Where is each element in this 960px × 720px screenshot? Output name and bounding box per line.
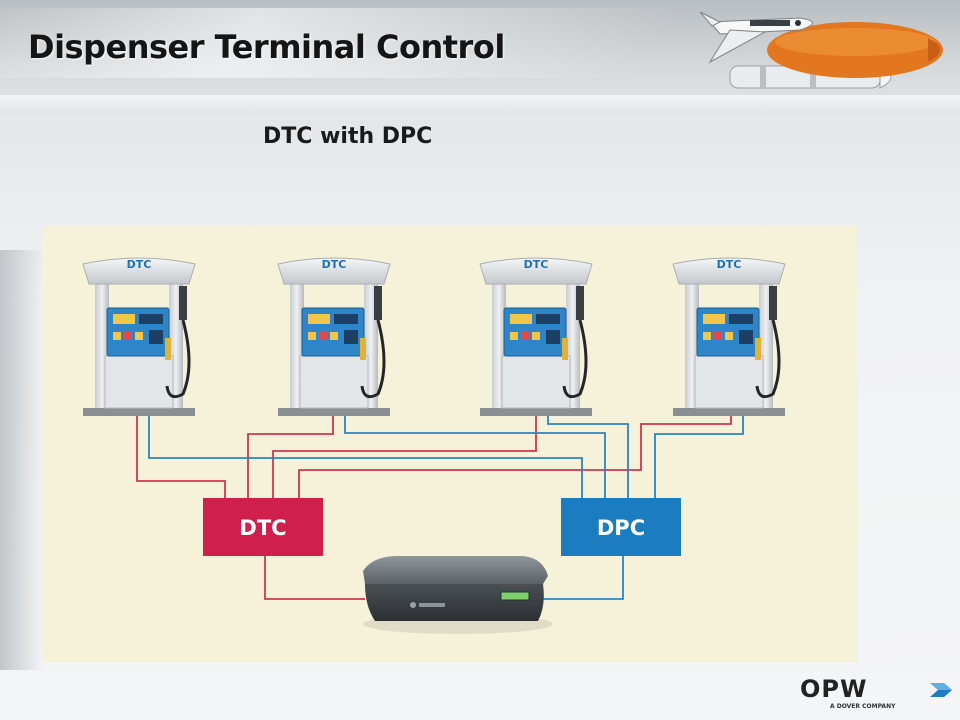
dispenser-label: DTC [322, 258, 347, 271]
background-shade [0, 250, 44, 670]
red-wire-1 [136, 361, 226, 498]
slide-subtitle: DTC with DPC [263, 124, 433, 149]
slide-title: Dispenser Terminal Control [28, 28, 505, 66]
dispenser-2: DTC [277, 257, 391, 416]
dispenser-label: DTC [717, 258, 742, 271]
dispenser-label: DTC [524, 258, 549, 271]
opw-logo: OPW A DOVER COMPANY [800, 675, 960, 715]
dispenser-3: DTC [479, 257, 593, 416]
dispenser-group: DTC DTC DTC DTC [82, 257, 786, 416]
dispenser-4: DTC [672, 257, 786, 416]
diagram-panel: DTC DTC DTC DTC DTC DPC [43, 226, 858, 662]
dpc-controller-label: DPC [597, 516, 645, 540]
dtc-controller-box: DTC [203, 498, 323, 556]
dispenser-label: DTC [127, 258, 152, 271]
console-unit [363, 556, 553, 634]
dispenser-1: DTC [82, 257, 196, 416]
red-wire-5 [264, 556, 365, 600]
blue-wire-5 [543, 556, 624, 600]
logo-text: OPW [800, 675, 868, 703]
logo-tagline: A DOVER COMPANY [830, 703, 896, 710]
dtc-controller-label: DTC [239, 516, 286, 540]
dpc-controller-box: DPC [561, 498, 681, 556]
header-highlight [0, 95, 960, 113]
space-shuttle-image [699, 11, 943, 89]
logo-arrow-icon [930, 683, 952, 697]
wiring-diagram: DTC DTC DTC DTC DTC DPC [82, 257, 786, 634]
